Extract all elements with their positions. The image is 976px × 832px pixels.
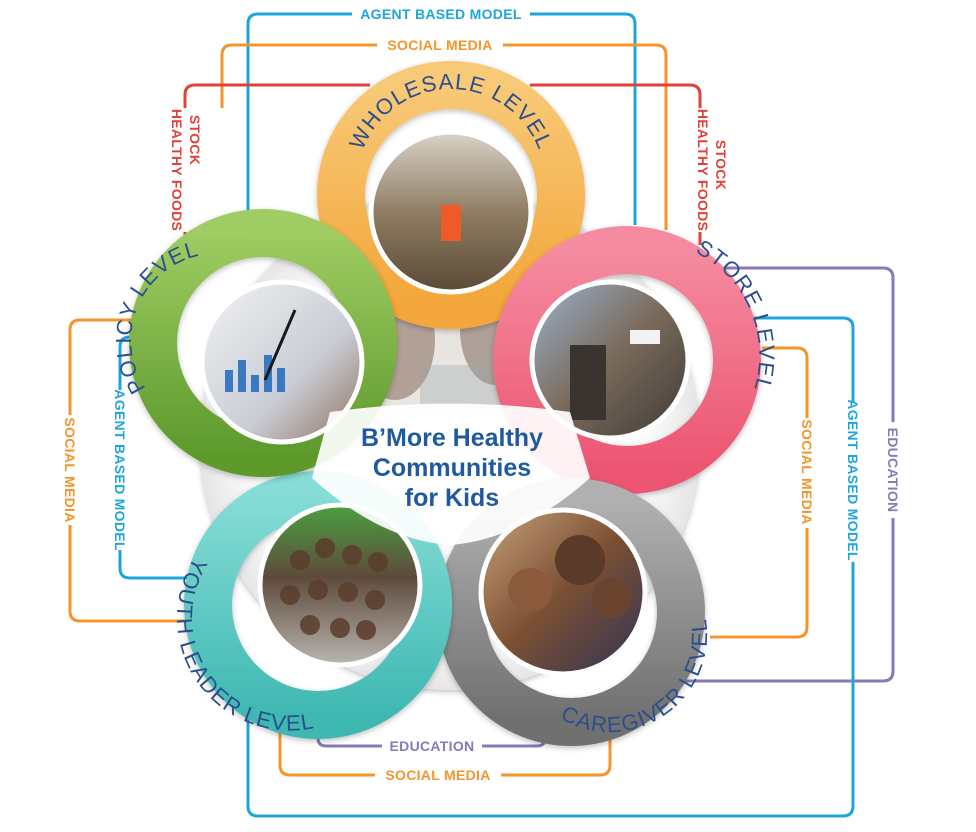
- connector-agent-right: [246, 316, 855, 818]
- label-stock-right-1: STOCK: [713, 140, 729, 190]
- label-agent-left: AGENT BASED MODEL: [112, 389, 128, 551]
- face-child-left: [508, 568, 552, 612]
- label-social-top: SOCIAL MEDIA: [387, 37, 492, 53]
- level-youth-leader: YOUTH LEADER LEVEL: [172, 471, 452, 739]
- center-title-line-2: Communities: [373, 454, 531, 482]
- label-social-bottom: SOCIAL MEDIA: [385, 767, 490, 783]
- connector-labels: AGENT BASED MODEL SOCIAL MEDIA STOCK HEA…: [61, 5, 902, 784]
- connector-stock-right: [530, 83, 702, 245]
- label-stock-left-1: STOCK: [187, 115, 203, 165]
- center-title-line-1: B’More Healthy: [361, 424, 543, 452]
- face-father: [555, 535, 605, 585]
- photo-family: [478, 507, 648, 677]
- center-title-line-3: for Kids: [405, 484, 499, 512]
- store-sign: [630, 330, 660, 344]
- photo-policy-documents: [199, 279, 365, 445]
- label-social-right: SOCIAL MEDIA: [799, 419, 815, 524]
- label-stock-right-2: HEALTHY FOODS: [695, 109, 711, 231]
- level-policy: POLICY LEVEL: [111, 209, 397, 477]
- worker-figure: [441, 205, 461, 241]
- youth-faces: [280, 538, 388, 640]
- label-social-left: SOCIAL MEDIA: [62, 417, 78, 522]
- label-agent-top: AGENT BASED MODEL: [360, 6, 522, 22]
- label-stock-left-2: HEALTHY FOODS: [169, 109, 185, 231]
- connector-stock: [183, 83, 370, 270]
- label-education-right: EDUCATION: [885, 428, 901, 513]
- store-door: [570, 345, 606, 420]
- face-child-right: [592, 578, 632, 618]
- center-title-area: B’More Healthy Communities for Kids: [312, 403, 590, 545]
- label-agent-right: AGENT BASED MODEL: [845, 399, 861, 561]
- level-caregiver: CAREGIVER LEVEL: [437, 478, 711, 746]
- label-education-bottom: EDUCATION: [390, 738, 475, 754]
- pen: [263, 309, 297, 381]
